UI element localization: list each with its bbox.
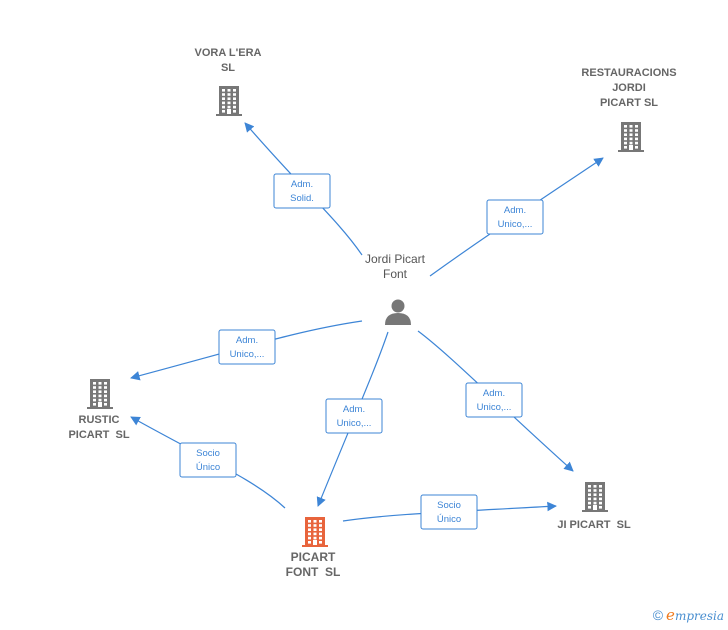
node-label: RUSTIC: [79, 414, 120, 426]
node-rustic[interactable]: RUSTIC PICART SL: [68, 379, 130, 441]
edge-label-box: [325, 398, 383, 434]
edge-jordi-to-picart: Adm. Unico,...: [316, 331, 389, 507]
edge-label-box: [465, 382, 523, 418]
edge-label-box: [179, 442, 237, 478]
edge-label-text: Adm.: [504, 205, 526, 216]
building-icon: [618, 122, 644, 152]
node-label: PICART: [291, 550, 336, 564]
node-label: SL: [221, 62, 235, 74]
edge-jordi-to-rest: Adm. Unico,...: [429, 157, 604, 277]
edge-label-text: Solid.: [290, 193, 314, 204]
edge-jordi-to-ji: Adm. Unico,...: [417, 330, 574, 472]
edge-label[interactable]: Adm. Unico,...: [325, 398, 383, 434]
node-label: Font: [383, 267, 408, 281]
building-icon: [87, 379, 113, 409]
node-label: RESTAURACIONS: [581, 67, 676, 79]
person-icon: [385, 299, 411, 325]
edge-jordi-to-rustic: Adm. Unico,...: [130, 320, 363, 381]
edge-label[interactable]: Adm. Unico,...: [465, 382, 523, 418]
edge-label-text: Único: [196, 462, 220, 473]
edge-label-text: Unico,...: [230, 349, 265, 360]
edge-label-text: Adm.: [483, 388, 505, 399]
node-label: JORDI: [612, 82, 646, 94]
edge-label-text: Unico,...: [477, 402, 512, 413]
edge-label[interactable]: Adm. Solid.: [273, 173, 331, 209]
building-icon: [582, 482, 608, 512]
node-label: VORA L'ERA: [195, 47, 262, 59]
edge-label[interactable]: Adm. Unico,...: [486, 199, 544, 235]
node-vora[interactable]: VORA L'ERA SL: [195, 47, 262, 116]
edge-label-text: Único: [437, 514, 461, 525]
node-label: FONT SL: [286, 565, 341, 579]
edge-label-box: [273, 173, 331, 209]
edge-label-box: [420, 494, 478, 530]
copyright-icon: ©: [652, 607, 664, 623]
brand-logo-e: e: [666, 606, 675, 624]
edge-label-text: Unico,...: [498, 219, 533, 230]
edge-jordi-to-vora: Adm. Solid.: [244, 122, 363, 256]
edge-label-text: Adm.: [291, 179, 313, 190]
empresia-watermark: ©empresia: [653, 606, 724, 624]
edge-label-text: Socio: [437, 500, 461, 511]
edge-label-text: Adm.: [343, 404, 365, 415]
edge-label-text: Socio: [196, 448, 220, 459]
edge-label-box: [486, 199, 544, 235]
node-label: PICART SL: [600, 97, 658, 109]
edge-label-text: Unico,...: [337, 418, 372, 429]
building-icon: [302, 517, 328, 547]
edge-label[interactable]: Adm. Unico,...: [218, 329, 276, 365]
node-label: JI PICART SL: [557, 519, 631, 531]
edge-label-text: Adm.: [236, 335, 258, 346]
node-label: PICART SL: [68, 429, 129, 441]
brand-logo-text: mpresia: [674, 609, 724, 623]
edge-label-box: [218, 329, 276, 365]
node-ji[interactable]: JI PICART SL: [557, 482, 631, 531]
node-rest[interactable]: RESTAURACIONS JORDI PICART SL: [581, 67, 677, 152]
building-icon: [216, 86, 242, 116]
node-label: Jordi Picart: [365, 252, 426, 266]
